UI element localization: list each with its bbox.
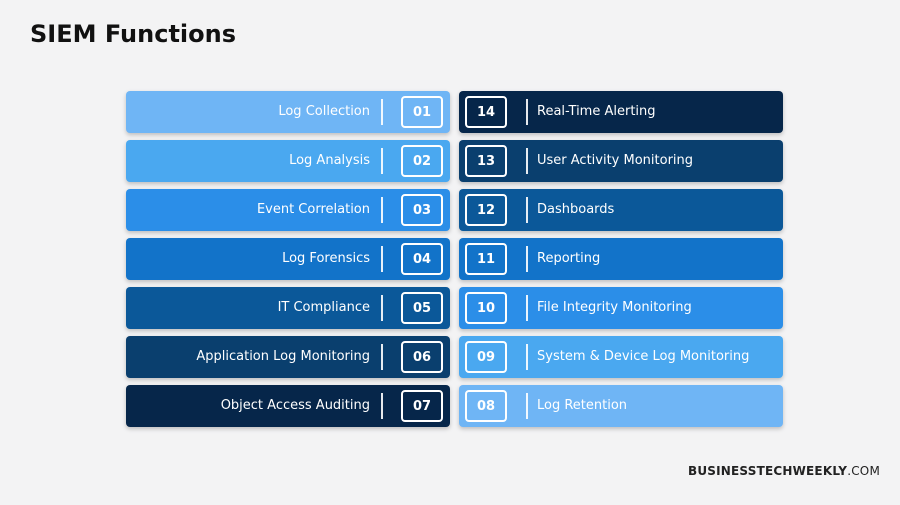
function-label: Object Access Auditing [220,398,370,413]
right-function-row: User Activity Monitoring 13 [459,140,783,182]
left-function-row: Application Log Monitoring 06 [126,336,450,378]
right-function-row: Real-Time Alerting 14 [459,91,783,133]
function-number-badge: 13 [465,145,507,177]
right-function-row: System & Device Log Monitoring 09 [459,336,783,378]
divider-line [526,99,528,125]
function-label: User Activity Monitoring [537,153,694,168]
right-function-row: Reporting 11 [459,238,783,280]
brand-suffix: .COM [847,464,880,478]
page-title: SIEM Functions [30,20,237,48]
function-bar [459,189,783,231]
function-bar [126,287,450,329]
function-label: Log Retention [537,398,628,413]
divider-line [526,246,528,272]
function-number-badge: 12 [465,194,507,226]
function-number-badge: 09 [465,341,507,373]
function-number-badge: 14 [465,96,507,128]
function-label: IT Compliance [277,300,370,315]
function-bar [459,238,783,280]
right-function-row: Dashboards 12 [459,189,783,231]
left-function-row: Log Analysis 02 [126,140,450,182]
brand-name: BUSINESSTECHWEEKLY [687,464,848,478]
divider-line [381,393,383,419]
function-number-badge: 10 [465,292,507,324]
function-bar [459,336,783,378]
left-function-row: Log Forensics 04 [126,238,450,280]
function-number-badge: 05 [401,292,443,324]
function-number-badge: 01 [401,96,443,128]
function-number-badge: 07 [401,390,443,422]
function-label: Log Analysis [289,153,370,168]
divider-line [526,393,528,419]
function-number-badge: 08 [465,390,507,422]
function-bar [126,91,450,133]
divider-line [381,246,383,272]
function-label: Application Log Monitoring [196,349,370,364]
left-function-row: Object Access Auditing 07 [126,385,450,427]
divider-line [381,295,383,321]
function-label: Log Forensics [282,251,370,266]
right-function-row: Log Retention 08 [459,385,783,427]
function-number-badge: 11 [465,243,507,275]
function-number-badge: 03 [401,194,443,226]
left-function-row: Event Correlation 03 [126,189,450,231]
left-function-row: Log Collection 01 [126,91,450,133]
function-bar [459,140,783,182]
function-number-badge: 04 [401,243,443,275]
left-function-row: IT Compliance 05 [126,287,450,329]
divider-line [381,344,383,370]
divider-line [526,197,528,223]
function-number-badge: 02 [401,145,443,177]
function-number-badge: 06 [401,341,443,373]
function-bar [126,238,450,280]
divider-line [526,295,528,321]
divider-line [526,148,528,174]
right-function-row: File Integrity Monitoring 10 [459,287,783,329]
function-label: Real-Time Alerting [537,104,656,119]
function-label: Log Collection [278,104,370,119]
function-bar [459,385,783,427]
divider-line [381,99,383,125]
function-label: System & Device Log Monitoring [537,349,750,364]
function-bar [459,91,783,133]
function-label: File Integrity Monitoring [537,300,692,315]
function-label: Event Correlation [256,202,370,217]
divider-line [381,148,383,174]
function-label: Dashboards [537,202,615,217]
function-label: Reporting [537,251,601,266]
function-bar [126,189,450,231]
brand-watermark: BUSINESSTECHWEEKLY.COM [688,464,880,478]
divider-line [381,197,383,223]
function-bar [126,140,450,182]
function-bar [126,336,450,378]
function-bar [459,287,783,329]
function-bar [126,385,450,427]
divider-line [526,344,528,370]
